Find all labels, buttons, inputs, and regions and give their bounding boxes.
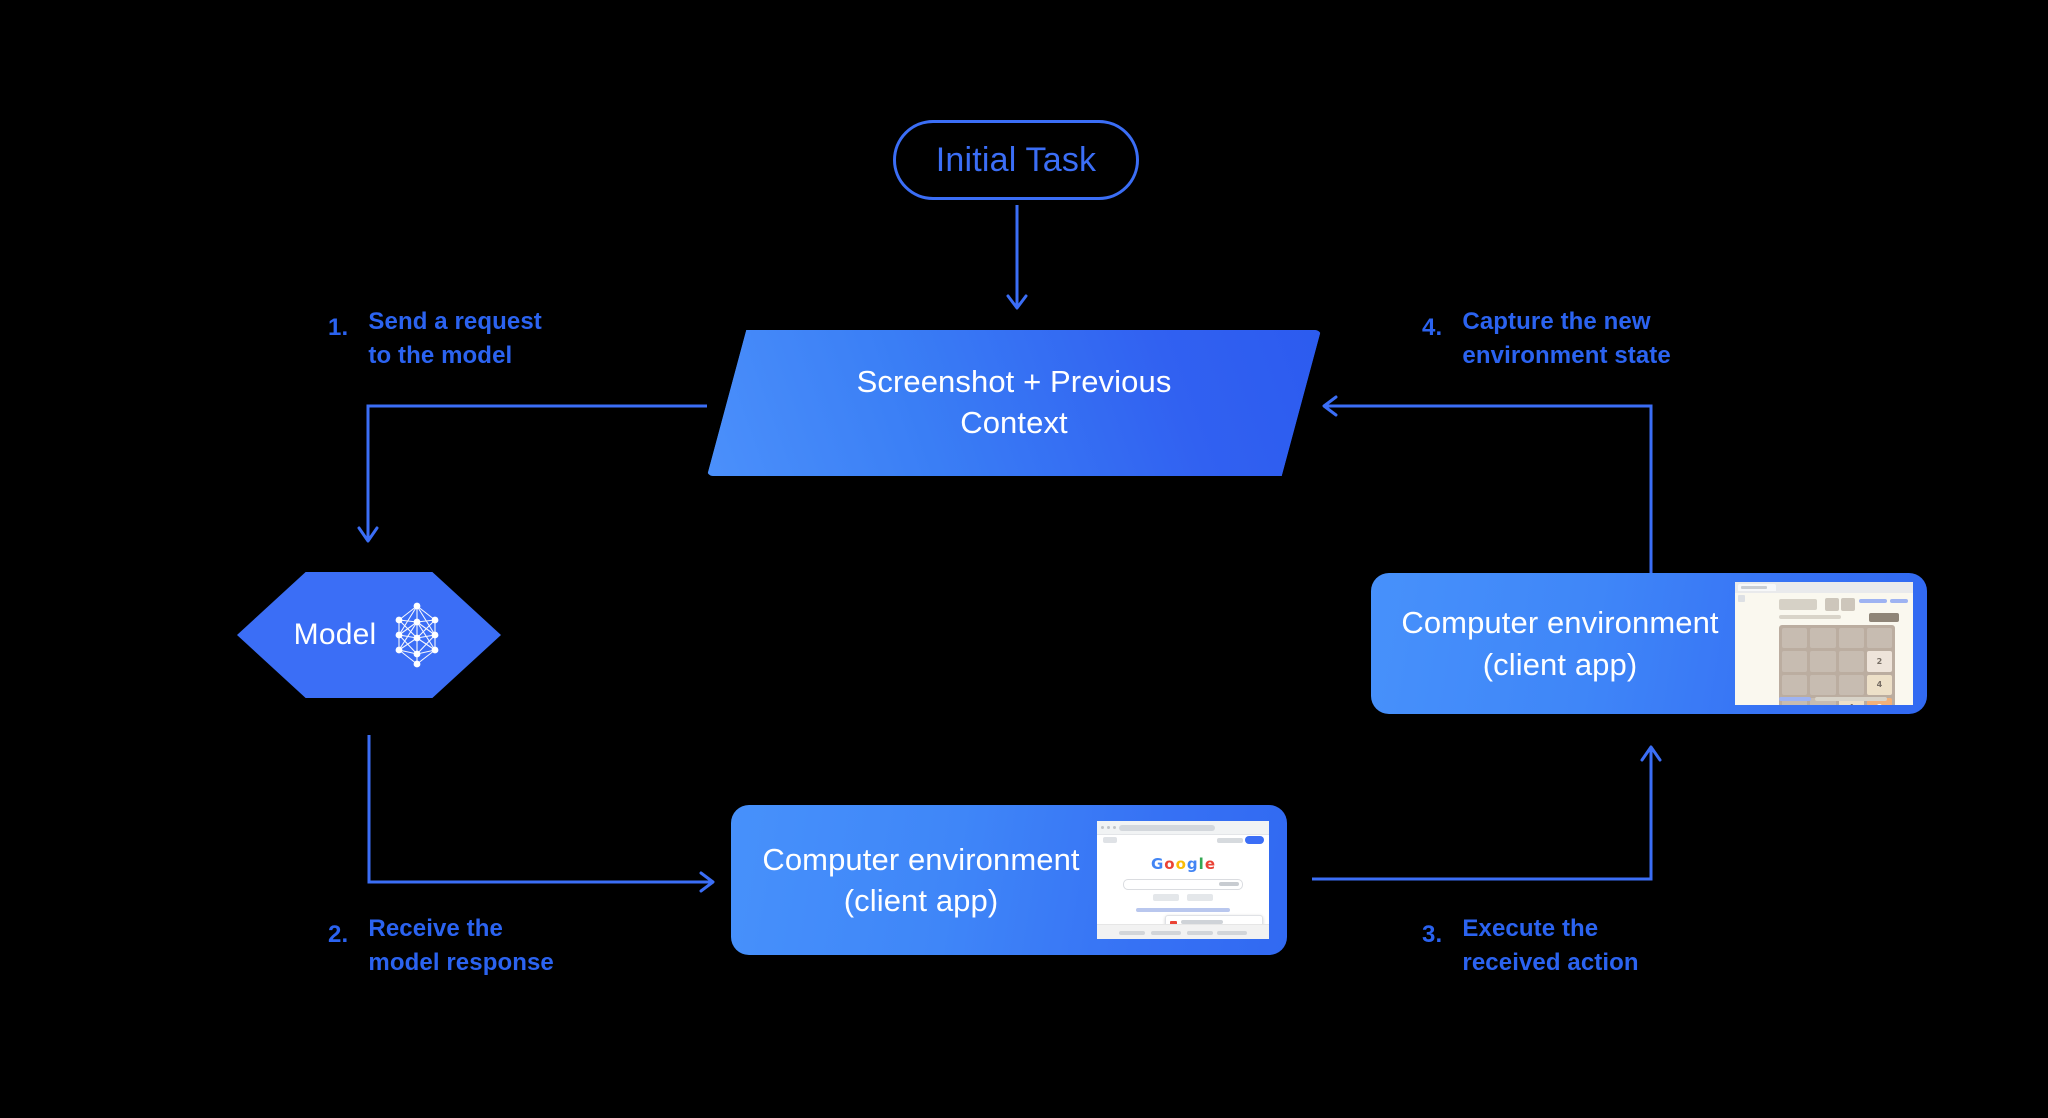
env-right-line2: (client app) (1482, 646, 1638, 682)
context-node-label: Screenshot + Previous Context (707, 330, 1321, 476)
google-search-button (1153, 894, 1179, 901)
nav-forward-icon (1107, 826, 1110, 829)
step-4-number: 4. (1422, 314, 1443, 341)
page-footer (1097, 924, 1269, 939)
context-node[interactable]: Screenshot + Previous Context (707, 330, 1321, 476)
connector-env-bottom-to-env-right (1312, 745, 1662, 881)
step-3-number: 3. (1422, 921, 1443, 948)
google-logo-letter-3: g (1186, 855, 1198, 873)
google-logo-letter-2: o (1175, 855, 1186, 873)
search-icons (1219, 881, 1239, 886)
step-label-1: 1. Send a request to the model (328, 305, 542, 373)
context-node-shape (707, 330, 1321, 476)
context-node-line1: Screenshot + Previous (856, 364, 1172, 400)
game-best-box (1841, 598, 1855, 611)
footer-link-2 (1151, 931, 1181, 935)
header-links (1217, 838, 1243, 843)
env-bottom-line1: Computer environment (762, 841, 1080, 877)
initial-task-label: Initial Task (935, 140, 1097, 179)
language-link (1136, 908, 1230, 912)
favicon-icon (1738, 595, 1745, 602)
game-tile (1838, 651, 1864, 672)
env-bottom-label: Computer environment (client app) (731, 839, 1097, 921)
address-bar (1119, 824, 1215, 831)
google-logo-letter-4: l (1198, 855, 1204, 873)
game-footer-text (1815, 697, 1887, 701)
game-tile (1810, 697, 1836, 705)
nav-back-icon (1101, 826, 1104, 829)
nav-reload-icon (1113, 826, 1116, 829)
env-right-line1: Computer environment (1401, 605, 1719, 641)
game-subtitle (1779, 615, 1841, 619)
game-tile (1782, 674, 1808, 695)
step-label-3: 3. Execute the received action (1422, 912, 1639, 980)
step-label-2: 2. Receive the model response (328, 912, 554, 980)
sign-in-button (1245, 836, 1264, 844)
env-right-label: Computer environment (client app) (1371, 602, 1735, 684)
google-logo-letter-5: e (1204, 855, 1216, 873)
connector-model-to-env-bottom (367, 735, 715, 893)
game-tile: 8 (1866, 697, 1892, 705)
lucky-button (1187, 894, 1213, 901)
dialog-title (1181, 920, 1223, 924)
browser-chrome-bar (1735, 582, 1913, 593)
step-1-number: 1. (328, 314, 349, 341)
neural-network-icon (395, 602, 439, 668)
page-toolbar-item (1103, 837, 1117, 843)
google-logo-letter-0: G (1150, 855, 1164, 873)
game-tile (1782, 628, 1808, 649)
game-tile (1838, 674, 1864, 695)
env-right-thumbnail[interactable]: 2448 (1735, 582, 1913, 705)
game-tile: 2 (1866, 651, 1892, 672)
game-tile (1866, 628, 1892, 649)
game-footer-link (1779, 697, 1811, 701)
connector-env-right-to-context (1322, 395, 1653, 573)
game-2048-screenshot: 2448 (1735, 582, 1913, 705)
game-tile (1782, 697, 1808, 705)
game-grid: 2448 (1779, 625, 1895, 705)
step-3-text: Execute the received action (1462, 915, 1639, 977)
step-2-text: Receive the model response (368, 915, 554, 977)
model-node-label: Model (293, 618, 377, 651)
game-tile: 4 (1866, 674, 1892, 695)
footer-link-5 (1187, 931, 1211, 935)
env-bottom-line2: (client app) (843, 883, 999, 918)
step-4-text: Capture the new environment state (1462, 308, 1671, 370)
footer-link-4 (1217, 931, 1247, 935)
game-title (1779, 599, 1817, 610)
google-logo-letter-1: o (1164, 855, 1175, 873)
env-right-node[interactable]: Computer environment (client app) 2448 (1371, 573, 1927, 714)
game-link-2 (1890, 599, 1908, 603)
game-link-1 (1859, 599, 1887, 603)
game-tile: 4 (1838, 697, 1864, 705)
connector-context-to-model (357, 404, 707, 543)
game-score-box (1825, 598, 1839, 611)
browser-tab-title (1741, 586, 1767, 589)
game-tile (1838, 628, 1864, 649)
context-node-line2: Context (960, 405, 1068, 440)
step-2-number: 2. (328, 921, 349, 948)
footer-link-1 (1119, 931, 1145, 935)
game-tile (1810, 651, 1836, 672)
search-input (1123, 879, 1243, 890)
new-game-button (1869, 613, 1899, 622)
game-tile (1782, 651, 1808, 672)
connector-task-to-context (1006, 205, 1028, 310)
step-label-4: 4. Capture the new environment state (1422, 305, 1671, 373)
game-tile (1810, 674, 1836, 695)
search-buttons (1153, 894, 1213, 901)
game-tile (1810, 628, 1836, 649)
initial-task-node[interactable]: Initial Task (893, 120, 1139, 200)
step-1-text: Send a request to the model (368, 308, 542, 370)
model-node[interactable]: Model (237, 572, 501, 698)
